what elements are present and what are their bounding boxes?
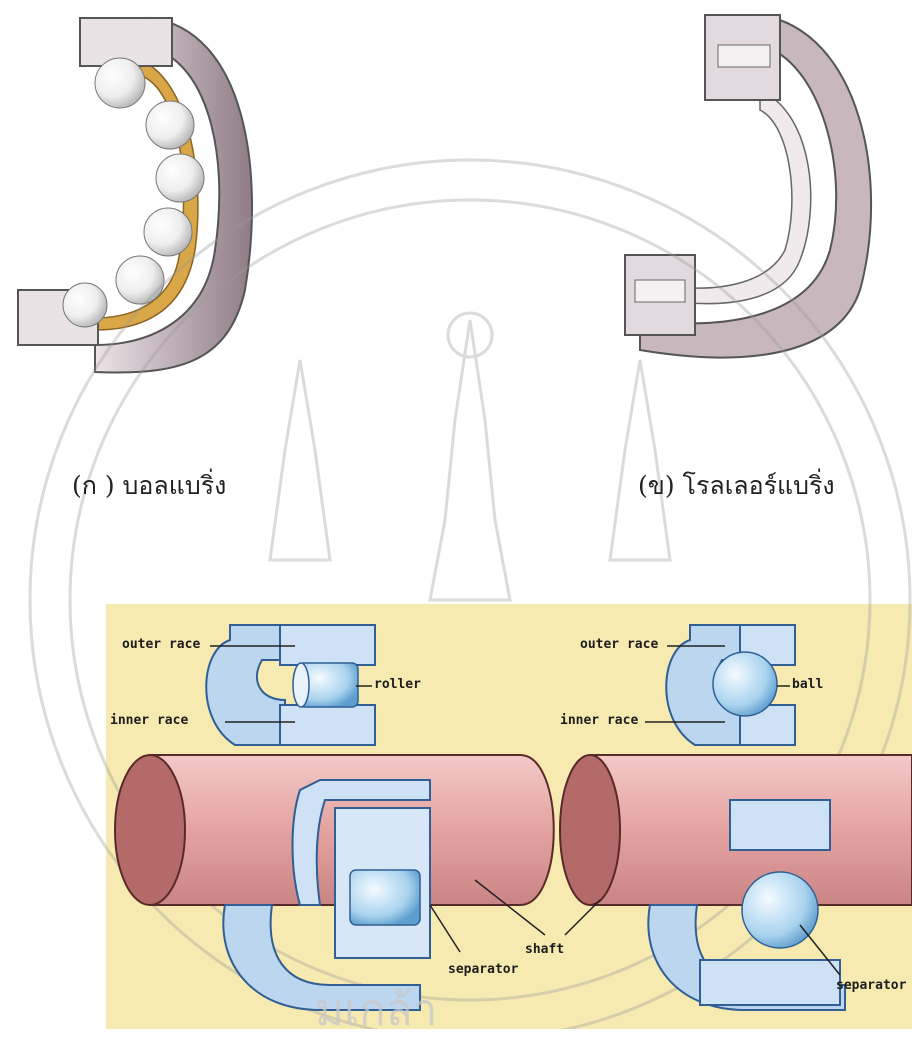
inner-race-label-left: inner race bbox=[110, 713, 188, 728]
roller-bearing-diagram bbox=[115, 625, 554, 1010]
ball-bearing-caption: (ก ) บอลแบริ่ง bbox=[72, 466, 226, 506]
outer-race-label-right: outer race bbox=[580, 637, 658, 652]
roller-bearing-caption: (ข) โรลเลอร์แบริ่ง bbox=[638, 466, 835, 506]
roller-bearing-illustration bbox=[625, 15, 871, 358]
roller-label: roller bbox=[374, 677, 421, 692]
separator-label-right: separator bbox=[836, 978, 906, 993]
separator-label-left: separator bbox=[448, 962, 518, 977]
shaft-label: shaft bbox=[525, 942, 564, 957]
watermark-text: มเกล้า bbox=[315, 975, 437, 1045]
inner-race-label-right: inner race bbox=[560, 713, 638, 728]
ball-bearing-illustration bbox=[18, 18, 252, 372]
ball-label: ball bbox=[792, 677, 823, 692]
outer-race-label-left: outer race bbox=[122, 637, 200, 652]
